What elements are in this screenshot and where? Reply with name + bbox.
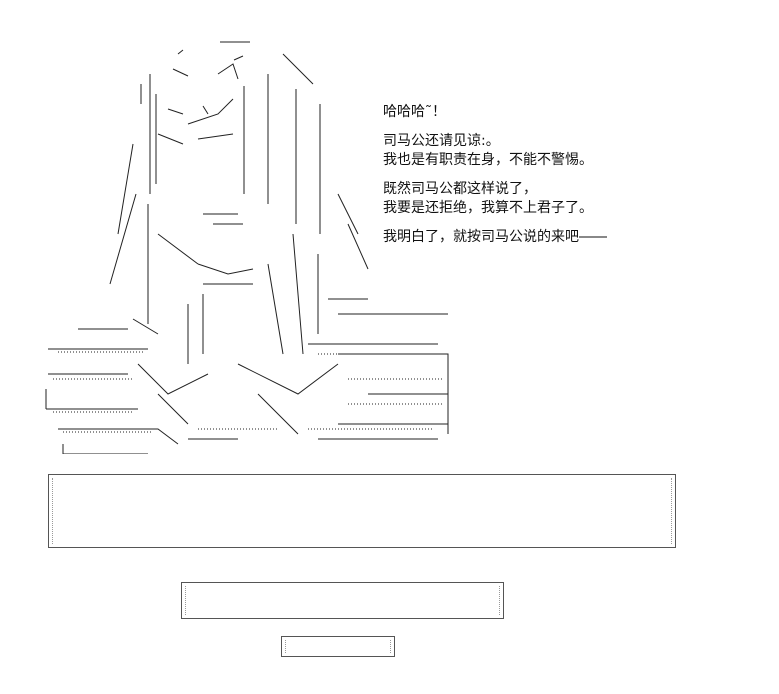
ascii-art-figure — [38, 34, 458, 455]
empty-text-frame — [281, 636, 395, 657]
dialogue-line: 司马公还请见谅:。 — [383, 133, 500, 149]
dialogue-line: 我要是还拒绝，我算不上君子了。 — [383, 200, 593, 216]
dialogue-text: 哈哈哈˜！ 司马公还请见谅:。 我也是有职责在身，不能不警惕。 既然司马公都这样… — [383, 103, 763, 247]
dialogue-line: 既然司马公都这样说了， — [383, 181, 537, 197]
dialogue-line: 哈哈哈˜！ — [383, 104, 446, 120]
figure-drawing — [45, 41, 449, 455]
dialogue-line: 我明白了，就按司马公说的来吧―― — [383, 229, 607, 245]
empty-text-frame — [181, 582, 504, 619]
dialogue-line: 我也是有职责在身，不能不警惕。 — [383, 152, 593, 168]
empty-text-frame — [48, 474, 676, 548]
